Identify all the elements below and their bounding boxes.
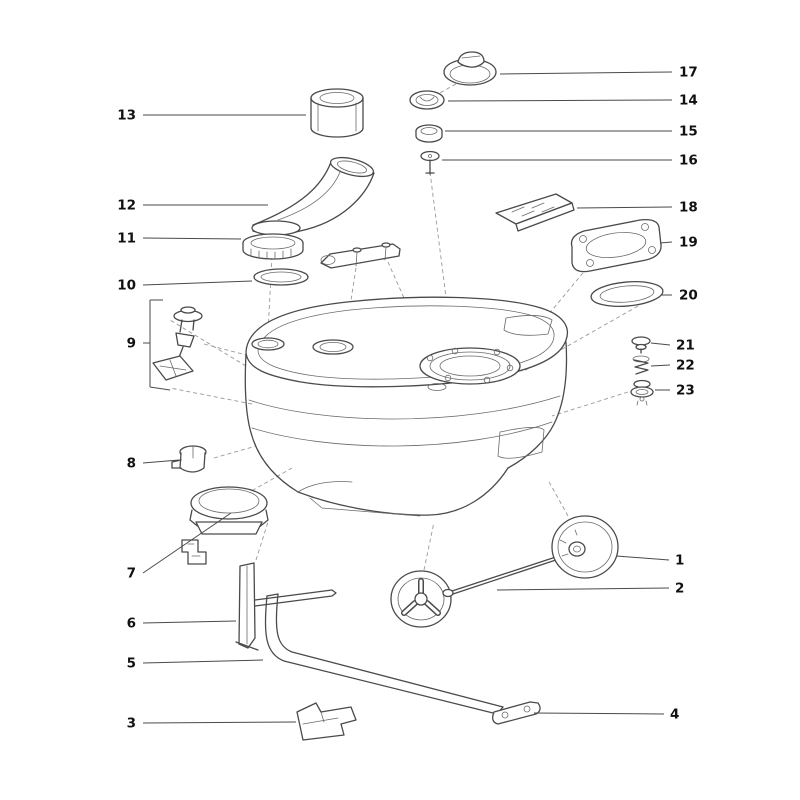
part-2-axle-rod bbox=[442, 552, 569, 598]
part-20-seal-ring-large bbox=[590, 280, 664, 308]
part-6-mount-bracket bbox=[235, 562, 337, 651]
part-tank-body bbox=[244, 296, 568, 517]
callout-22: 22 bbox=[676, 358, 695, 374]
callout-16: 16 bbox=[679, 153, 698, 169]
callout-5: 5 bbox=[127, 656, 136, 672]
callout-17: 17 bbox=[679, 65, 698, 81]
part-10-seal-ring bbox=[253, 268, 309, 286]
part-17-cap bbox=[443, 51, 497, 86]
part-15-seal-ring bbox=[415, 124, 443, 143]
leader-line-2 bbox=[496, 587, 670, 591]
callout-9: 9 bbox=[127, 336, 136, 352]
leader-line-3 bbox=[142, 721, 297, 724]
leader-line-9 bbox=[149, 386, 171, 391]
callout-4: 4 bbox=[670, 707, 679, 723]
part-3-floor-bracket bbox=[296, 702, 357, 741]
leader-line-8 bbox=[142, 459, 180, 464]
part-16-valve-stem bbox=[420, 150, 440, 175]
leader-line-14 bbox=[447, 99, 673, 102]
part-14-vent-cap bbox=[409, 90, 445, 110]
part-4-pull-handle bbox=[492, 701, 541, 725]
part-9-level-indicator bbox=[152, 306, 203, 381]
tank-openings bbox=[251, 337, 521, 391]
callout-2: 2 bbox=[675, 581, 684, 597]
callout-3: 3 bbox=[127, 716, 136, 732]
part-12-elbow-pipe bbox=[251, 156, 375, 236]
callout-12: 12 bbox=[117, 198, 136, 214]
callout-18: 18 bbox=[679, 200, 698, 216]
leader-line-19 bbox=[659, 241, 673, 244]
leader-line-5 bbox=[142, 659, 264, 664]
leader-line-6 bbox=[142, 620, 237, 624]
callout-20: 20 bbox=[679, 288, 698, 304]
callout-19: 19 bbox=[679, 235, 698, 251]
callout-1: 1 bbox=[675, 553, 684, 569]
part-8-valve-knob bbox=[171, 445, 207, 473]
part-18-slide-plate bbox=[495, 193, 575, 232]
part-mount-rail bbox=[320, 242, 401, 269]
callout-21: 21 bbox=[676, 338, 695, 354]
leader-line-4 bbox=[533, 712, 665, 715]
part-11-threaded-collar bbox=[242, 233, 304, 260]
callout-15: 15 bbox=[679, 124, 698, 140]
callout-13: 13 bbox=[117, 108, 136, 124]
leader-line-21 bbox=[650, 342, 671, 346]
part-23-valve-disc bbox=[630, 379, 654, 406]
part-22-spring bbox=[632, 355, 650, 375]
callout-14: 14 bbox=[679, 93, 698, 109]
leader-line-11 bbox=[142, 237, 242, 240]
leader-line-7 bbox=[142, 512, 232, 574]
leader-line-10 bbox=[142, 280, 253, 286]
leader-line-1 bbox=[615, 555, 670, 561]
leader-line-18 bbox=[576, 206, 673, 209]
part-21-cap-button bbox=[631, 336, 651, 354]
callout-23: 23 bbox=[676, 383, 695, 399]
callout-7: 7 bbox=[127, 566, 136, 582]
callout-6: 6 bbox=[127, 616, 136, 632]
leader-line-22 bbox=[650, 364, 671, 367]
part-13-pipe-coupling bbox=[310, 88, 364, 138]
part-5-wire-frame bbox=[264, 593, 504, 715]
leader-lines bbox=[142, 71, 673, 724]
part-7-pump-cap bbox=[181, 486, 269, 565]
part-1-wheel bbox=[551, 515, 619, 579]
part-19-mount-gasket bbox=[570, 219, 662, 273]
callout-10: 10 bbox=[117, 278, 136, 294]
leader-line-17 bbox=[499, 71, 673, 75]
callout-11: 11 bbox=[117, 231, 136, 247]
part-spoked-wheel bbox=[390, 570, 452, 628]
callout-8: 8 bbox=[127, 456, 136, 472]
